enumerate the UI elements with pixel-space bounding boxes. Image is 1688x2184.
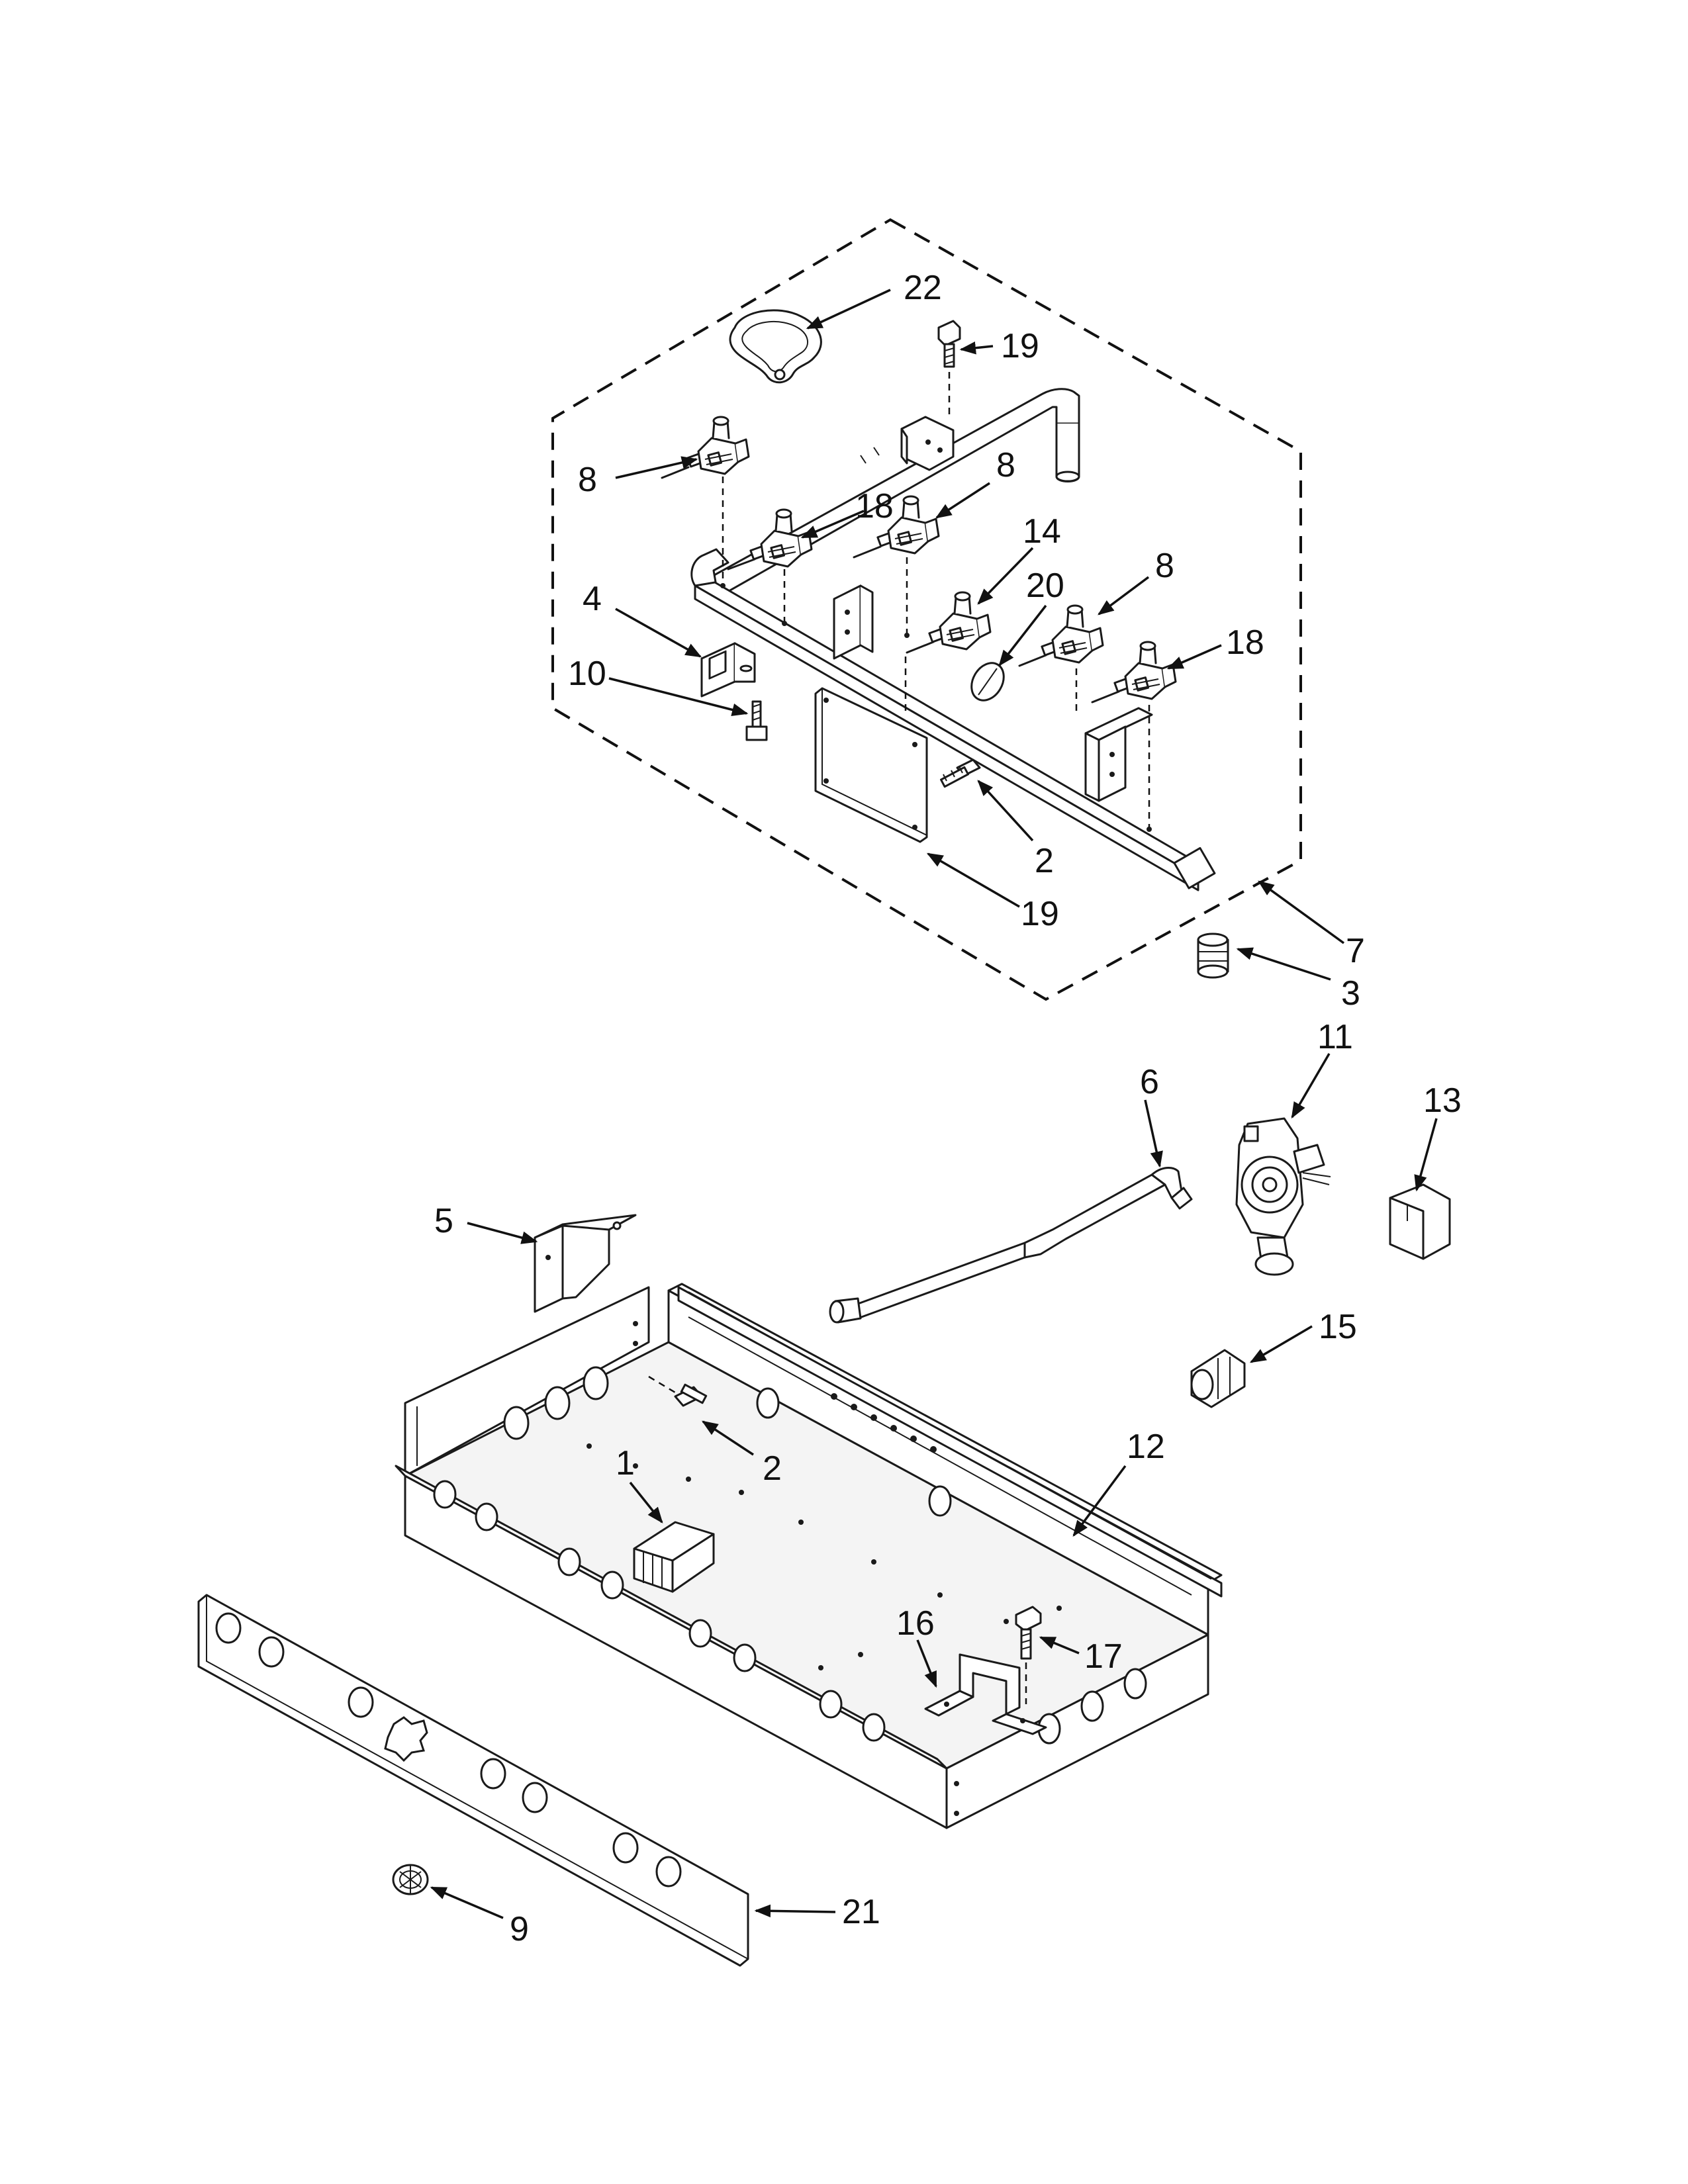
callout-19-top: 19 — [1001, 327, 1039, 365]
base-pan — [395, 1283, 1223, 1829]
valve-center-top — [853, 495, 940, 638]
mounting-bracket — [900, 416, 955, 471]
callout-3: 3 — [1341, 974, 1360, 1013]
front-panel — [197, 1594, 749, 1967]
plate-screw — [940, 758, 981, 788]
callout-11: 11 — [1317, 1018, 1353, 1056]
callout-1: 1 — [616, 1444, 635, 1482]
callout-14: 14 — [1023, 512, 1061, 551]
callout-22: 22 — [904, 269, 942, 307]
callout-5: 5 — [434, 1202, 453, 1240]
shield — [1389, 1183, 1451, 1260]
valve-right-top — [1018, 604, 1104, 715]
valve-bracket-left — [833, 584, 874, 660]
callout-2-upper: 2 — [1035, 842, 1054, 880]
callout-13: 13 — [1423, 1081, 1462, 1120]
small-bracket — [700, 642, 756, 698]
callout-8-center: 8 — [996, 446, 1015, 484]
callout-2-lower: 2 — [763, 1449, 782, 1488]
manifold-assembly — [551, 218, 1302, 1001]
callout-labels: 22 19 8 8 18 14 20 8 18 4 10 2 19 7 3 11… — [434, 269, 1462, 1948]
pan-bracket — [924, 1653, 1047, 1735]
callout-17: 17 — [1084, 1637, 1123, 1676]
cover-plate — [814, 687, 928, 843]
fitting-elbow — [1190, 1349, 1246, 1408]
callout-12: 12 — [1127, 1428, 1165, 1466]
bracket-screw — [745, 700, 768, 741]
callout-20: 20 — [1026, 567, 1064, 605]
callout-19-bottom: 19 — [1021, 895, 1059, 933]
terminal-block — [633, 1521, 715, 1593]
callout-10: 10 — [568, 655, 606, 693]
leader-lines — [430, 289, 1438, 1919]
disc — [970, 662, 1005, 702]
callout-8-left: 8 — [578, 461, 597, 499]
valve-bracket-right — [1084, 707, 1153, 802]
side-bracket — [534, 1214, 637, 1313]
pan-screw — [648, 1375, 708, 1407]
fitting — [1197, 933, 1229, 979]
callout-18-left: 18 — [855, 487, 894, 525]
valve-center — [904, 591, 992, 715]
knob — [392, 1864, 429, 1895]
gasket — [729, 309, 822, 384]
pan-bracket-screw — [1015, 1606, 1042, 1704]
manifold-tube — [690, 388, 1216, 891]
callout-21: 21 — [842, 1893, 880, 1931]
regulator — [1235, 1117, 1331, 1276]
callout-7: 7 — [1346, 932, 1365, 970]
callout-8-right: 8 — [1155, 547, 1174, 585]
callout-4: 4 — [583, 580, 602, 618]
valve-left-mid — [727, 508, 813, 626]
callout-16: 16 — [896, 1604, 935, 1643]
callout-15: 15 — [1319, 1308, 1357, 1346]
screw — [937, 320, 961, 417]
callout-6: 6 — [1140, 1063, 1159, 1101]
manifold-assembly-outline — [551, 218, 1302, 1001]
gas-tube — [829, 1167, 1193, 1324]
callout-9: 9 — [510, 1910, 529, 1948]
valve-left-top — [661, 416, 750, 588]
valve-right — [1091, 641, 1177, 832]
callout-18-right: 18 — [1226, 623, 1264, 662]
